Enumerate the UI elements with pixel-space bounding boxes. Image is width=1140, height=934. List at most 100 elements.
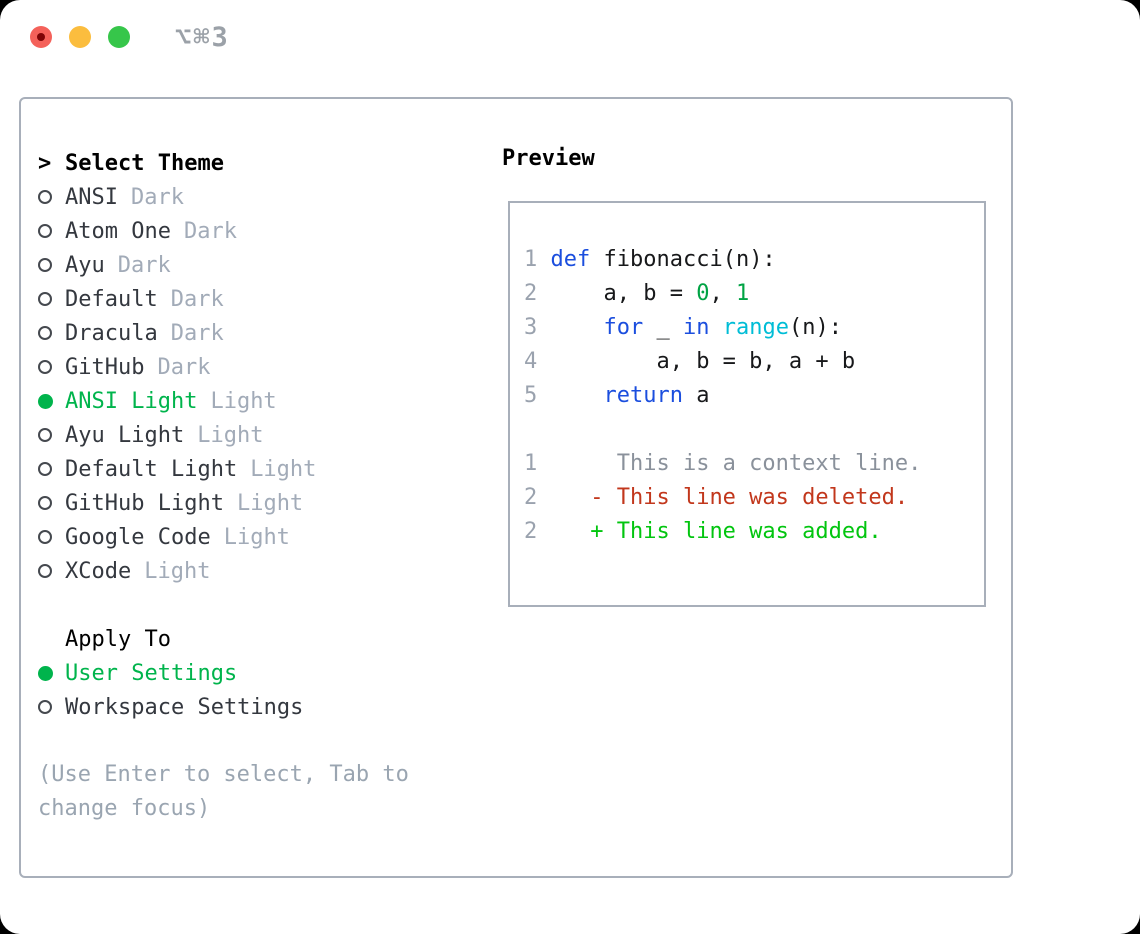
code-segment: a (682, 383, 710, 408)
code-segment: a, b = (550, 281, 697, 306)
radio-icon (38, 360, 65, 374)
theme-variant-label: Dark (183, 218, 237, 244)
code-line: 1 def fibonacci(n): (524, 243, 976, 277)
apply-to-option-label: Workspace Settings (65, 694, 304, 720)
close-button[interactable] (30, 26, 52, 48)
radio-icon (38, 428, 65, 442)
theme-option-label: GitHub (65, 354, 145, 380)
radio-icon (38, 190, 65, 204)
line-number: 2 (524, 519, 551, 544)
select-theme-header-row: > Select Theme (38, 146, 478, 180)
radio-icon (38, 564, 65, 578)
minimize-button[interactable] (69, 26, 91, 48)
theme-variant-label: Light (144, 558, 211, 584)
apply-to-option[interactable]: User Settings (38, 656, 478, 690)
zoom-button[interactable] (108, 26, 130, 48)
radio-icon (38, 326, 65, 340)
theme-variant-label: Dark (157, 354, 211, 380)
code-segment: , (709, 281, 736, 306)
spacer (38, 588, 478, 622)
line-number: 5 (524, 383, 551, 408)
theme-option-label: Default (65, 286, 158, 312)
focus-dot-icon (37, 33, 45, 41)
spacer (38, 724, 478, 758)
preview-title: Preview (502, 146, 595, 171)
select-theme-title: Select Theme (65, 150, 224, 176)
theme-option[interactable]: Ayu Light Light (38, 418, 478, 452)
window-shortcut-label: ⌥⌘3 (175, 21, 230, 53)
theme-variant-label: Light (223, 524, 290, 550)
code-segment: This is a context line. (550, 451, 922, 476)
theme-option[interactable]: ANSI Light Light (38, 384, 478, 418)
apply-to-option-label: User Settings (65, 660, 238, 686)
theme-option-label: Dracula (65, 320, 158, 346)
radio-icon (38, 462, 65, 476)
theme-option-label: Atom One (65, 218, 171, 244)
code-segment: a, b = b, a + b (550, 349, 856, 374)
theme-option-label: XCode (65, 558, 132, 584)
radio-selected-icon (38, 665, 65, 681)
theme-variant-label: Light (210, 388, 277, 414)
line-number: 3 (524, 315, 551, 340)
theme-variant-label: Light (236, 490, 304, 516)
prompt-caret-icon: > (38, 150, 52, 176)
code-line: 2 - This line was deleted. (524, 481, 976, 515)
code-segment (709, 315, 722, 340)
code-segment: return (603, 383, 683, 408)
code-line (524, 413, 976, 447)
code-segment: - This line was deleted. (550, 485, 909, 510)
radio-icon (38, 496, 65, 510)
code-segment: 0 (696, 281, 710, 306)
theme-option-label: Default Light (65, 456, 238, 482)
keyboard-hint-text: (Use Enter to select, Tab to change focu… (38, 762, 409, 821)
line-number: 2 (524, 281, 551, 306)
theme-option-label: Ayu Light (65, 422, 185, 448)
code-segment: range (722, 315, 789, 340)
code-segment: in (682, 315, 710, 340)
code-segment: for (603, 315, 644, 340)
radio-icon (38, 258, 65, 272)
apply-to-option[interactable]: Workspace Settings (38, 690, 478, 724)
theme-variant-label: Dark (170, 286, 224, 312)
theme-option[interactable]: GitHub Dark (38, 350, 478, 384)
code-segment: _ (643, 315, 683, 340)
theme-option[interactable]: GitHub Light Light (38, 486, 478, 520)
line-number: 1 (524, 451, 551, 476)
theme-option-label: GitHub Light (65, 490, 224, 516)
radio-icon (38, 530, 65, 544)
theme-variant-label: Dark (130, 184, 184, 210)
theme-option[interactable]: Atom One Dark (38, 214, 478, 248)
theme-option[interactable]: ANSI Dark (38, 180, 478, 214)
code-segment: fibonacci(n): (590, 247, 776, 272)
theme-option[interactable]: XCode Light (38, 554, 478, 588)
radio-icon (38, 224, 65, 238)
line-number: 1 (524, 247, 551, 272)
code-line: 4 a, b = b, a + b (524, 345, 976, 379)
radio-selected-icon (38, 393, 65, 409)
code-segment: + This line was added. (550, 519, 882, 544)
code-line: 2 + This line was added. (524, 515, 976, 549)
line-number: 4 (524, 349, 551, 374)
code-line: 3 for _ in range(n): (524, 311, 976, 345)
theme-variant-label: Light (197, 422, 264, 448)
theme-option[interactable]: Default Dark (38, 282, 478, 316)
radio-icon (38, 700, 65, 714)
apply-to-header-row: Apply To (38, 622, 478, 656)
theme-option-label: Google Code (65, 524, 211, 550)
code-segment: (n): (788, 315, 842, 340)
apply-to-title: Apply To (65, 626, 171, 652)
code-line: 5 return a (524, 379, 976, 413)
code-line: 2 a, b = 0, 1 (524, 277, 976, 311)
theme-option[interactable]: Google Code Light (38, 520, 478, 554)
theme-option-label: ANSI (65, 184, 118, 210)
code-segment (551, 383, 604, 408)
theme-option-label: ANSI Light (65, 388, 198, 414)
